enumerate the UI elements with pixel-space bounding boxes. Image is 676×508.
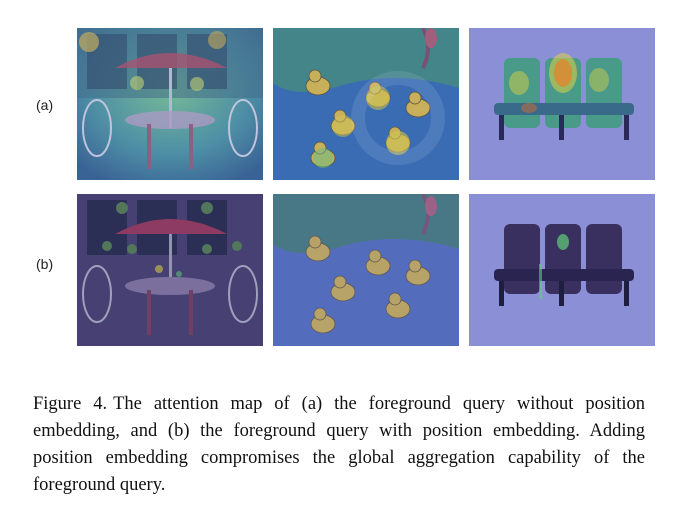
row-b-label: (b)	[36, 256, 54, 272]
attention-map-b-chairs	[469, 194, 655, 346]
attention-map-b-restaurant	[77, 194, 263, 346]
figure-label: Figure 4.	[33, 393, 108, 414]
attention-map-a-ducks	[273, 28, 459, 180]
figure-caption: Figure 4.The attention map of (a) the fo…	[33, 391, 645, 499]
caption-text: The attention map of (a) the foreground …	[33, 393, 645, 495]
attention-map-a-restaurant	[77, 28, 263, 180]
attention-map-a-chairs	[469, 28, 655, 180]
row-a-label: (a)	[36, 97, 54, 113]
attention-map-b-ducks	[273, 194, 459, 346]
